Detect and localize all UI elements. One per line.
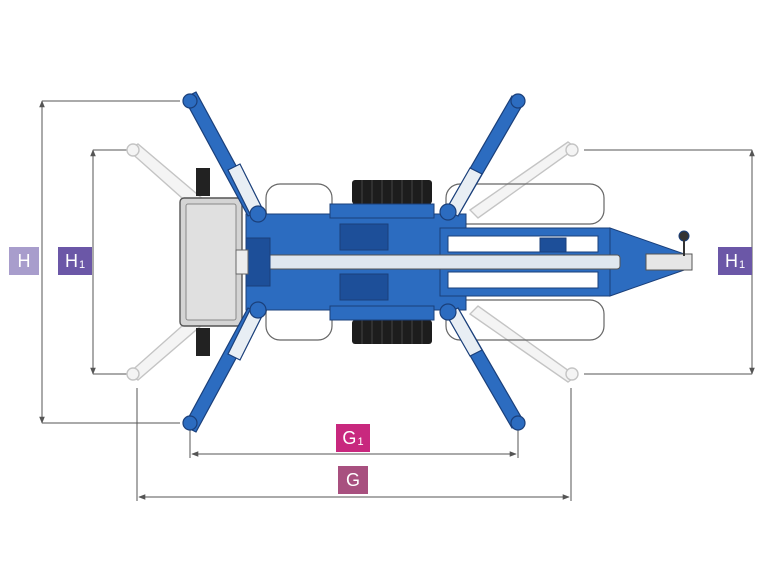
- winch: [645, 253, 693, 271]
- label-G1-sub: 1: [357, 436, 364, 448]
- outrigger-top-left: [182, 91, 267, 223]
- hook: [678, 230, 690, 242]
- dimension-lines: [39, 100, 755, 501]
- label-G: G: [338, 466, 368, 494]
- ghost-outriggers: [126, 141, 579, 383]
- side-bar-top: [196, 168, 210, 196]
- ghost-outrigger-top-right: [468, 141, 579, 219]
- label-H1-left-bg: [58, 247, 92, 275]
- label-H1-right-bg: [718, 247, 752, 275]
- pivot-hub-left: [245, 237, 271, 287]
- label-H1-right-sub: 1: [738, 259, 746, 271]
- label-G1-bg: [336, 424, 370, 452]
- label-H1-right-letter: H: [724, 250, 738, 271]
- outrigger-top-right: [439, 93, 526, 221]
- label-H-letter: H: [17, 250, 31, 271]
- engine-block-bottom: [339, 273, 389, 301]
- label-H1-left-sub: 1: [78, 259, 86, 271]
- label-H1-left-letter: H: [64, 250, 78, 271]
- side-bar-bottom: [196, 328, 210, 356]
- machine-body: [245, 203, 693, 321]
- crawler-tracks: [352, 180, 432, 344]
- outrigger-bottom-right: [439, 303, 526, 431]
- chassis-upper: [329, 203, 435, 219]
- boom-inner-top: [447, 235, 599, 253]
- label-G-letter: G: [345, 469, 360, 490]
- chassis-lower: [329, 305, 435, 321]
- engine-block-top: [339, 223, 389, 251]
- boom-inner-bottom: [447, 271, 599, 289]
- label-G-bg: [338, 466, 368, 494]
- hook-block: [539, 237, 567, 253]
- outriggers: [182, 91, 526, 433]
- label-H: H: [9, 247, 39, 275]
- label-H-bg: [9, 247, 39, 275]
- control-box: [179, 168, 249, 356]
- outrigger-bottom-left: [182, 301, 267, 433]
- label-G1-letter: G: [342, 427, 357, 448]
- ghost-outrigger-bottom-right: [468, 305, 579, 383]
- boom-tube: [261, 254, 621, 270]
